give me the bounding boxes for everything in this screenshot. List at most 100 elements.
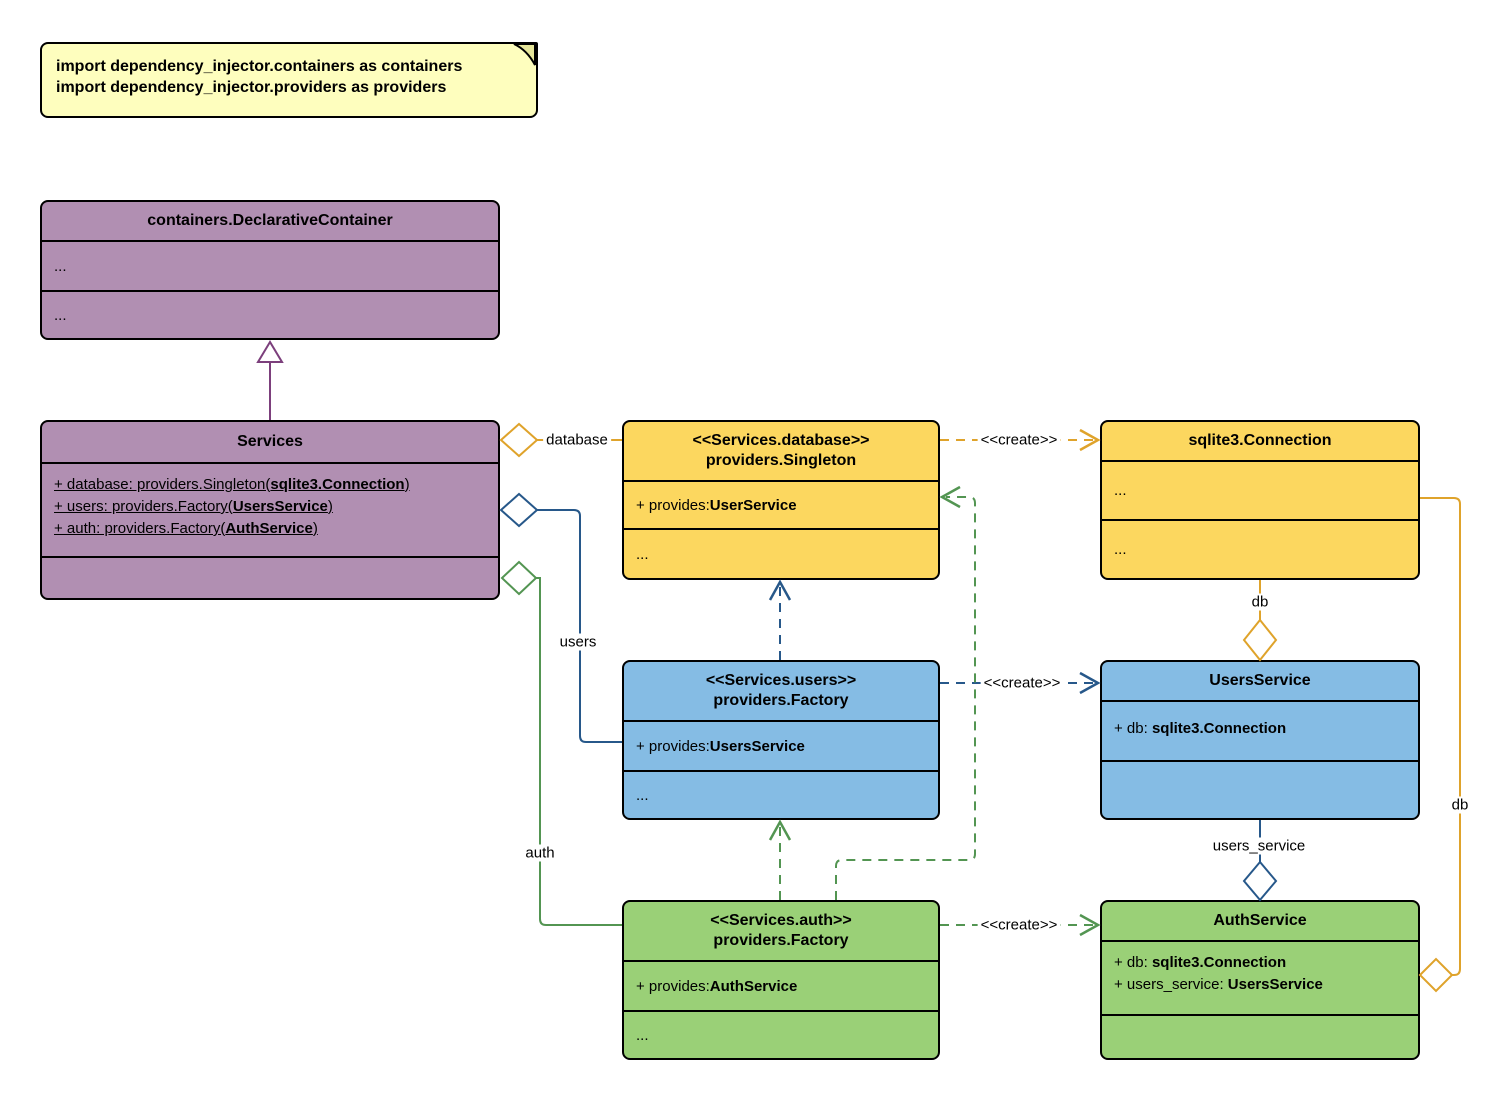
attr-prefix: + users: providers.Factory( [54,498,233,515]
attr-type: sqlite3.Connection [270,476,405,493]
edge-line [536,577,622,926]
attribute-db: + db: sqlite3.Connection [1114,952,1418,974]
attribute-provides: + provides: UserService [624,480,938,528]
attr-type: AuthService [709,977,798,995]
attr-suffix: ) [404,476,410,493]
edge-line [537,509,622,743]
diamond-icon [500,560,538,596]
class-auth-service[interactable]: AuthService + db: sqlite3.Connection + u… [1100,900,1420,1060]
compartment-ellipsis: ... [42,290,498,338]
note-fold-icon [513,43,536,66]
attribute-db: + db: sqlite3.Connection [1114,718,1418,740]
attribute-database: + database: providers.Singleton(sqlite3.… [54,474,498,496]
empty-compartment [1102,760,1418,818]
attribute-users: + users: providers.Factory(UsersService) [54,496,498,518]
open-arrowhead-icon [768,579,792,601]
edge-label-users: users [556,633,600,651]
edge-label-db-top: db [1248,593,1272,611]
class-users-service[interactable]: UsersService + db: sqlite3.Connection [1100,660,1420,820]
attr-type: sqlite3.Connection [1151,954,1287,971]
attr-prefix: + users_service: [1114,976,1228,993]
class-title: UsersService [1209,672,1311,689]
attributes-compartment: + db: sqlite3.Connection [1102,700,1418,760]
compartment-ellipsis: ... [42,240,498,290]
diamond-icon [1242,860,1278,902]
class-title: Services [237,433,303,450]
class-title: sqlite3.Connection [1188,432,1332,449]
compartment-ellipsis: ... [1102,460,1418,519]
edge-aggregation-users-service [1242,820,1278,902]
class-title: providers.Factory [713,692,849,709]
open-arrowhead-icon [1079,671,1101,695]
class-stereotype: <<Services.database>> [692,432,870,449]
note-line-2: import dependency_injector.providers as … [56,79,447,96]
empty-compartment [42,556,498,598]
edge-aggregation-db-usersservice [1242,580,1278,662]
note-line-1: import dependency_injector.containers as… [56,58,463,75]
attr-prefix: + auth: providers.Factory( [54,520,226,537]
import-note[interactable]: import dependency_injector.containers as… [40,42,538,118]
empty-compartment [1102,1014,1418,1058]
attr-type: AuthService [225,520,313,537]
attr-prefix: + provides: [636,496,710,514]
attribute-provides: + provides: AuthService [624,960,938,1010]
diamond-icon [1242,618,1278,662]
attribute-users-service: + users_service: UsersService [1114,974,1418,996]
edge-aggregation-db-authservice [1418,497,1461,993]
attr-prefix: + db: [1114,720,1152,737]
generalization-triangle-icon [256,340,284,363]
class-title: containers.DeclarativeContainer [147,212,393,229]
class-declarative-container[interactable]: containers.DeclarativeContainer ... ... [40,200,500,340]
attr-type: UserService [709,496,797,514]
attr-prefix: + database: providers.Singleton( [54,476,271,493]
attributes-compartment: + database: providers.Singleton(sqlite3.… [42,462,498,556]
attribute-provides: + provides: UsersService [624,720,938,770]
class-sqlite-connection[interactable]: sqlite3.Connection ... ... [1100,420,1420,580]
open-arrowhead-icon [1079,913,1101,937]
attr-prefix: + provides: [636,737,710,755]
edge-dependency-usersfactory-singleton [768,579,792,660]
attributes-compartment: + db: sqlite3.Connection + users_service… [1102,940,1418,1014]
class-title: AuthService [1213,912,1307,929]
compartment-ellipsis: ... [624,1010,938,1058]
attribute-auth: + auth: providers.Factory(AuthService) [54,518,498,540]
attr-type: UsersService [709,737,805,755]
diamond-icon [499,492,539,528]
attr-type: UsersService [1227,976,1323,993]
class-database-singleton[interactable]: <<Services.database>> providers.Singleto… [622,420,940,580]
edge-label-users-service: users_service [1209,837,1309,855]
class-stereotype: <<Services.auth>> [710,912,852,929]
title-compartment: <<Services.auth>> providers.Factory [624,902,938,960]
attr-type: sqlite3.Connection [1151,720,1287,737]
attr-prefix: + db: [1114,954,1152,971]
open-arrowhead-icon [768,819,792,841]
class-auth-factory[interactable]: <<Services.auth>> providers.Factory + pr… [622,900,940,1060]
class-users-factory[interactable]: <<Services.users>> providers.Factory + p… [622,660,940,820]
title-compartment: <<Services.users>> providers.Factory [624,662,938,720]
edge-label-create-users: <<create>> [980,674,1064,692]
edge-line [1420,497,1461,976]
class-title: providers.Factory [713,932,849,949]
diamond-icon [1418,957,1454,993]
attr-prefix: + provides: [636,977,710,995]
edge-label-database: database [543,431,611,449]
class-title: providers.Singleton [705,452,857,469]
diamond-icon [499,422,539,458]
compartment-ellipsis: ... [624,770,938,818]
edge-aggregation-auth [500,560,622,926]
attr-type: UsersService [232,498,328,515]
open-arrowhead-icon [1079,428,1101,452]
edge-aggregation-users [499,492,622,743]
compartment-ellipsis: ... [624,528,938,578]
edge-label-db-right: db [1448,796,1472,814]
edge-label-create-database: <<create>> [977,431,1061,449]
class-stereotype: <<Services.users>> [705,672,857,689]
note-fold-shape [513,43,536,66]
compartment-ellipsis: ... [1102,519,1418,578]
attr-suffix: ) [312,520,318,537]
edge-label-create-auth: <<create>> [977,916,1061,934]
title-compartment: <<Services.database>> providers.Singleto… [624,422,938,480]
class-services[interactable]: Services + database: providers.Singleton… [40,420,500,600]
edge-generalization [256,340,284,420]
